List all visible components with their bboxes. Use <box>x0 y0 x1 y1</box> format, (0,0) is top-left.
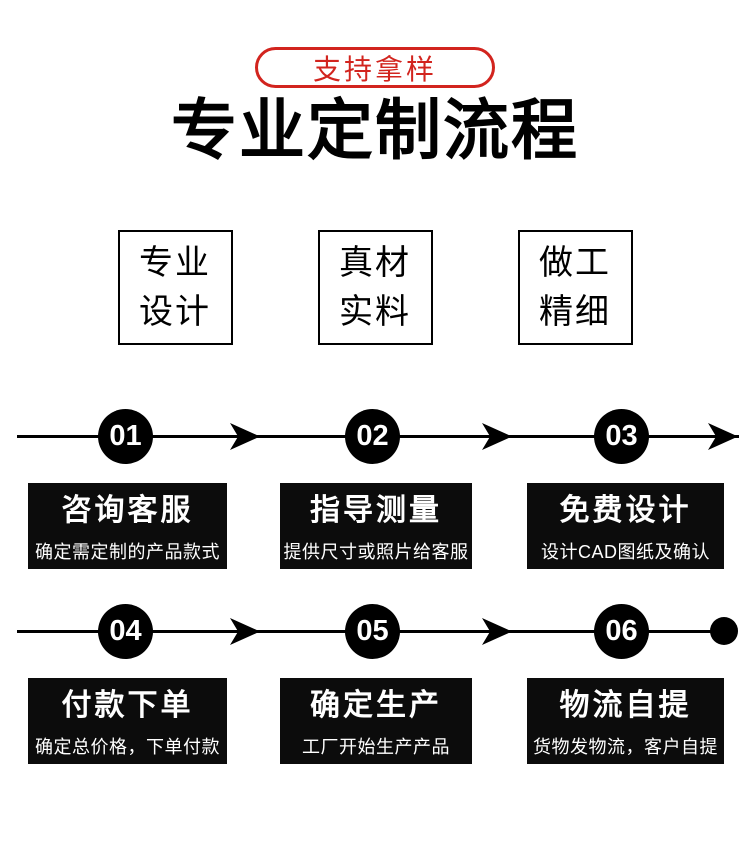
step-title: 咨询客服 <box>61 494 194 527</box>
step-card-measure: 指导测量 提供尺寸或照片给客服 <box>280 483 472 569</box>
step-title: 免费设计 <box>559 494 692 527</box>
step-card-logistics: 物流自提 货物发物流，客户自提 <box>527 678 724 764</box>
step-card-payment: 付款下单 确定总价格，下单付款 <box>28 678 227 764</box>
sample-support-badge-label: 支持拿样 <box>312 53 437 85</box>
step-title: 物流自提 <box>559 689 692 722</box>
feature-box-fine-workmanship: 做工 精细 <box>517 230 633 345</box>
step-description: 工厂开始生产产品 <box>302 737 450 757</box>
step-description: 确定总价格，下单付款 <box>35 737 220 757</box>
step-card-consult: 咨询客服 确定需定制的产品款式 <box>28 483 227 569</box>
feature-line: 专业 <box>139 244 211 283</box>
feature-box-real-materials: 真材 实料 <box>317 230 433 345</box>
sample-support-badge: 支持拿样 <box>255 47 495 88</box>
step-number-circle-01: 01 <box>98 409 153 464</box>
step-number-circle-04: 04 <box>98 604 153 659</box>
step-card-production: 确定生产 工厂开始生产产品 <box>280 678 472 764</box>
step-description: 设计CAD图纸及确认 <box>540 542 710 562</box>
step-number-circle-06: 06 <box>594 604 649 659</box>
step-title: 指导测量 <box>310 494 442 527</box>
step-number-circle-05: 05 <box>345 604 400 659</box>
step-description: 提供尺寸或照片给客服 <box>283 542 469 562</box>
feature-line: 设计 <box>139 292 211 331</box>
step-title: 付款下单 <box>61 689 194 722</box>
step-number-circle-03: 03 <box>594 409 649 464</box>
feature-line: 实料 <box>339 292 411 331</box>
feature-line: 真材 <box>339 244 411 283</box>
step-description: 确定需定制的产品款式 <box>35 542 220 562</box>
step-number-circle-02: 02 <box>345 409 400 464</box>
feature-line: 精细 <box>539 292 611 331</box>
step-description: 货物发物流，客户自提 <box>533 737 718 757</box>
step-title: 确定生产 <box>310 689 442 722</box>
feature-box-professional-design: 专业 设计 <box>117 230 233 345</box>
flow-end-dot <box>710 617 738 645</box>
page-title: 专业定制流程 <box>171 93 579 167</box>
feature-line: 做工 <box>539 244 611 283</box>
step-card-free-design: 免费设计 设计CAD图纸及确认 <box>527 483 724 569</box>
feature-box-row: 专业 设计 真材 实料 做工 精细 <box>0 230 750 345</box>
